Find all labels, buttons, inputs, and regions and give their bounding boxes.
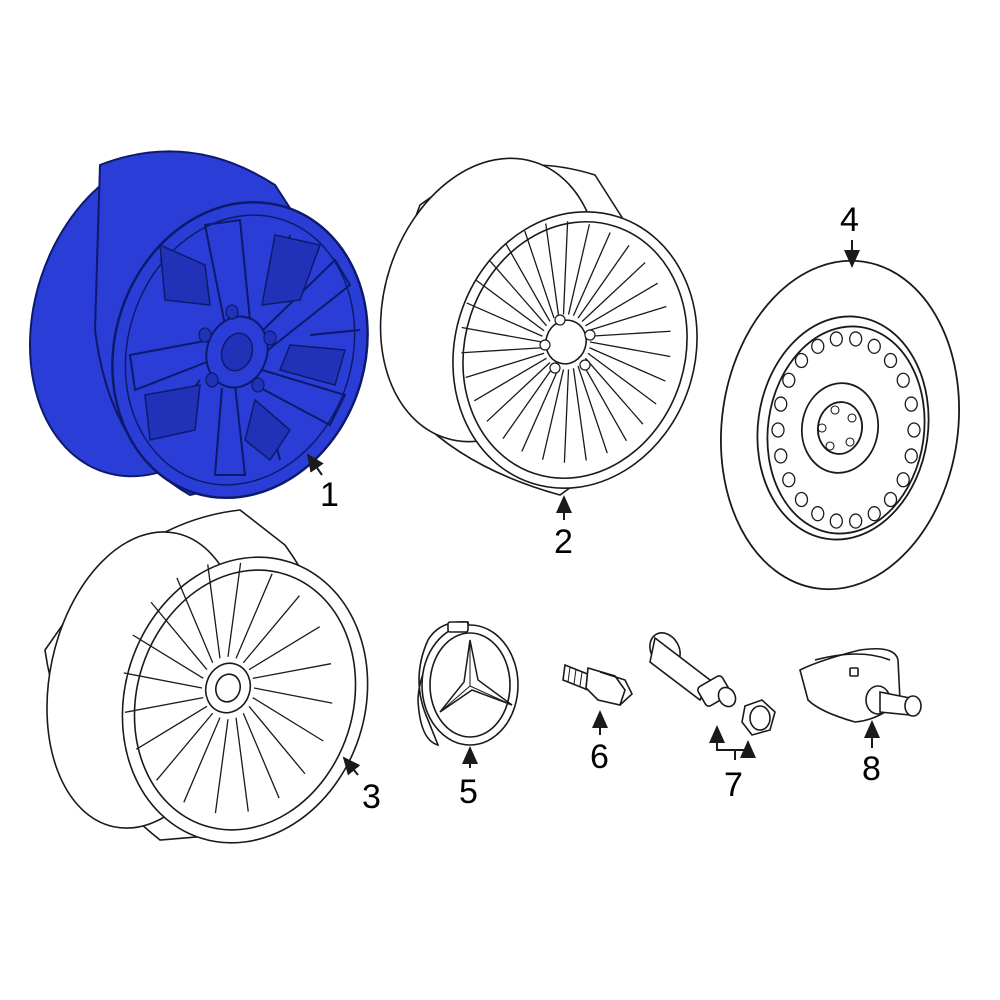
callout-label-1: 1 — [320, 476, 339, 514]
callout-label-3: 3 — [362, 778, 381, 816]
callout-label-8: 8 — [862, 750, 881, 788]
part-5-center-cap[interactable] — [417, 621, 519, 747]
part-6-wheel-bolt[interactable] — [562, 663, 633, 706]
callout-label-6: 6 — [590, 738, 609, 776]
callout-label-5: 5 — [459, 773, 478, 811]
part-3-wheel[interactable] — [21, 509, 404, 875]
part-7-valve-stem[interactable] — [644, 627, 776, 736]
part-1-wheel[interactable] — [0, 121, 405, 531]
callout-arrow-3 — [342, 756, 361, 776]
part-8-pressure-sensor[interactable] — [799, 647, 922, 723]
part-4-spare-wheel[interactable] — [700, 245, 980, 605]
callout-arrow-1 — [306, 453, 324, 476]
callout-label-4: 4 — [840, 201, 859, 239]
part-2-wheel[interactable] — [345, 130, 732, 521]
callout-label-2: 2 — [554, 523, 573, 561]
callout-bracket-7 — [709, 725, 756, 760]
callout-label-7: 7 — [724, 766, 743, 804]
